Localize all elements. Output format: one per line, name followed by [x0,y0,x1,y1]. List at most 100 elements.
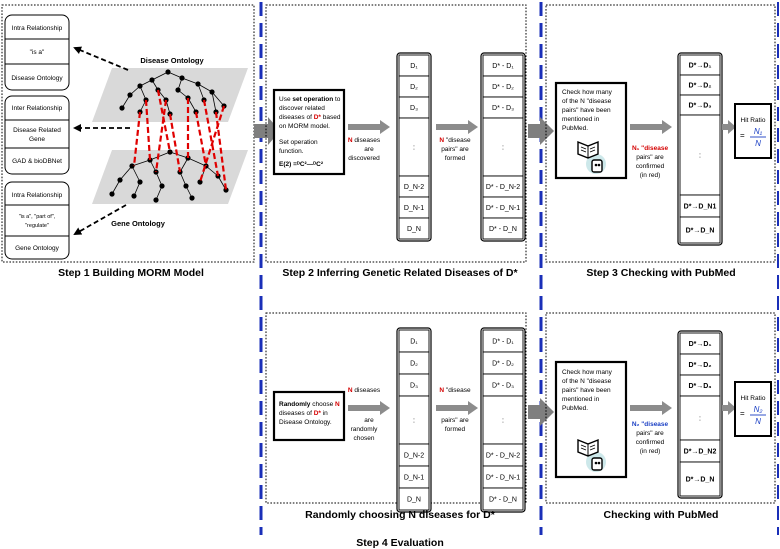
list-cell [398,487,430,511]
gad-biodbnet-label: GAD & bioDBNet [12,158,62,165]
n2-label-2: pairs" are [636,430,664,437]
disease-ontology-plane [92,68,248,122]
list-cell-label: : [413,145,415,152]
check2-l4: mentioned in [562,396,600,403]
list-cell-label: D₂ [410,361,418,368]
n1-label-3: confirmed [636,163,665,170]
arrow-confirmed [630,120,672,134]
list-cell-label: D*→D₁ [689,341,712,348]
list-cell-label: D* - D_N-1 [486,475,520,482]
disease-related-gene-label-2: Gene [29,136,45,143]
chosen-label-1: N diseases [348,387,381,394]
check1-l4: mentioned in [562,116,600,123]
step2-caption: Step 2 Inferring Genetic Related Disease… [282,267,518,279]
relations-label-1: "is a", "part of", [19,214,56,220]
list-cell-label: D*→D_N2 [684,449,717,456]
list-cell-label: D*→D_N [686,477,715,484]
list-cell-label: : [502,145,504,152]
n2-label-4: (in red) [640,448,661,455]
hit-ratio-num-1: N₁ [754,127,763,136]
formed2-label-3: formed [445,426,466,433]
list-cell-label: D₁ [410,63,418,70]
inter-relationship-box: Inter Relationship Disease Related Gene … [4,95,70,175]
random-panel: Randomly choose N diseases of D* in Dise… [265,312,527,521]
list-cell-label: D* - D₁ [492,339,514,346]
formed2-label-2: pairs" are [441,417,469,424]
list-cell-label: D_N-1 [404,205,424,212]
list-cell-label: : [413,418,415,425]
list-cell-label: D_N-2 [404,184,424,191]
random-caption: Randomly choosing N diseases for D* [305,509,496,521]
hit-ratio-eq-1: = [740,131,745,140]
pair-list-2: D* - D₁D* - D₂D* - D₃:D* - D_N-2D* - D_N… [480,327,526,513]
disease-ontology-box-label: Disease Ontology [11,75,63,82]
disease-ontology-box: Intra Relationship "is a" Disease Ontolo… [4,14,70,91]
list-cell-label: D₂ [410,84,418,91]
list-cell [398,395,430,445]
list-cell-label: : [699,153,701,160]
check1-l5: PubMed. [562,125,588,132]
arrow-rand-to-check [528,398,554,426]
arrow-hit-ratio-2 [722,401,736,415]
list-cell-label: D* - D_N [489,226,517,233]
formed2-label-1: N "disease [439,387,471,394]
step1-panel: Intra Relationship "is a" Disease Ontolo… [1,4,255,279]
hit-ratio-label-2: Hit Ratio [741,395,766,402]
arrow-hit-ratio-1 [722,120,736,134]
list-cell [482,487,524,511]
intra-relationship-label-2: Intra Relationship [12,192,63,199]
hit-ratio-box-2 [734,381,772,437]
n1-label-4: (in red) [640,172,661,179]
list-cell-label: D* - D_N-2 [486,453,520,460]
step2-panel: Use set operation to discover related di… [265,4,527,279]
disease-related-gene-label-1: Disease Related [13,127,61,134]
set-operation-desc-2: discover related [279,105,325,112]
check1-l2: of the N "disease [562,98,612,105]
n2-label-1: N₂ "disease [632,421,669,428]
check2-caption: Checking with PubMed [604,509,719,521]
check2-l1: Check how many [562,369,613,376]
list-cell-label: D*→D₁ [689,63,712,70]
set-operation-box [272,88,346,176]
list-cell-label: D*→D_N [686,228,715,235]
list-cell [679,395,721,441]
step3-panel: Check how many of the N "disease pairs" … [545,4,776,279]
n1-label-2: pairs" are [636,154,664,161]
chosen-label-2: are [364,417,374,424]
arrow-step2-to-step3 [528,117,554,145]
list-cell [679,114,721,196]
list-cell-label: : [699,416,701,423]
list-cell-label: D*→D_N1 [684,204,717,211]
formed-label-3: formed [445,155,466,162]
list-cell-label: D* - D_N [489,497,517,504]
hit-ratio-box-1 [734,103,772,159]
list-cell-label: D₃ [410,383,418,390]
list-cell [482,117,524,177]
formed-label-1: N "disease [439,137,471,144]
list-cell-label: D*→D₂ [689,83,712,90]
discovered-label-3: discovered [348,155,380,162]
formed-label-2: pairs" are [441,146,469,153]
n1-label-1: N₁ "disease [632,145,669,152]
confirmed-list-1: D*→D₁D*→D₂D*→D₃:D*→D_N1D*→D_N [677,52,723,246]
inter-relationship-label: Inter Relationship [12,105,63,112]
set-operation-desc-6: function. [279,148,304,155]
hit-ratio-den-1: N [755,139,761,148]
list-cell-label: D_N-2 [404,453,424,460]
gene-ontology-box: Intra Relationship "is a", "part of", "r… [4,181,70,260]
pubmed-reader-icon [577,140,606,174]
chosen-label-3: randomly [351,426,378,433]
list-cell [398,117,430,177]
list-cell-label: D_N [407,226,421,233]
discovered-label-2: are [364,146,374,153]
arrow-confirmed-2 [630,401,672,415]
list-cell-label: D₁ [410,339,418,346]
arrow-chosen [348,401,390,415]
hit-ratio-den-2: N [755,417,761,426]
list-cell-label: D_N [407,497,421,504]
list-cell-label: D* - D₃ [492,383,514,390]
list-cell-label: D* - D_N-1 [486,205,520,212]
check2-l3: pairs" have been [562,387,611,394]
